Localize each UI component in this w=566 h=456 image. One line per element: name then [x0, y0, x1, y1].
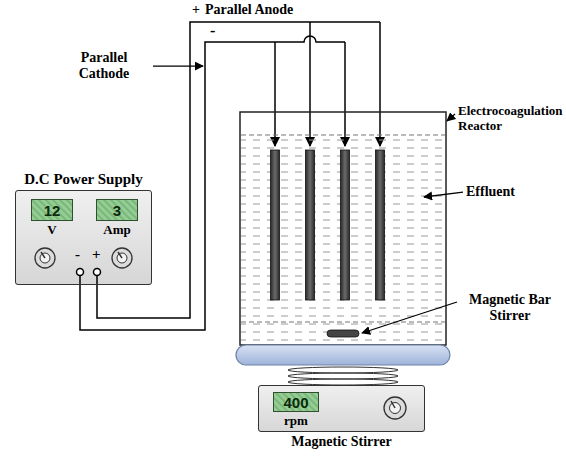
- wire-label: Parallel Cathode: [58, 50, 150, 82]
- control-knob: [117, 253, 127, 263]
- liquid-layer: [241, 322, 445, 323]
- digital-display: 3Amp: [96, 199, 138, 221]
- leader-arrow: [447, 114, 455, 121]
- display-reading: 400: [283, 395, 308, 410]
- cathode-drop: [344, 42, 346, 146]
- polarity-sign: -: [210, 22, 215, 40]
- terminal: [77, 269, 84, 276]
- electrode: [376, 150, 385, 300]
- digital-display: 12V: [31, 199, 73, 221]
- unit-label: Amp: [83, 222, 151, 238]
- reactor-vessel: [240, 112, 446, 345]
- part-label: Magnetic Bar Stirrer: [460, 292, 560, 324]
- leader-arrow: [424, 192, 463, 197]
- stirrer-coil: [288, 373, 398, 379]
- display-reading: 3: [113, 203, 121, 218]
- part-label: Electrocoagulation Reactor: [458, 104, 564, 134]
- electrode: [306, 150, 315, 300]
- power-supply-case: [15, 190, 152, 285]
- terminal-sign: +: [92, 246, 101, 263]
- wire-label: Parallel Anode: [205, 2, 293, 18]
- speed-knob: [384, 397, 406, 419]
- stirrer-base: Magnetic Stirrer400rpm: [258, 385, 425, 432]
- device-title: Magnetic Stirrer: [229, 434, 454, 450]
- knob-pointer: [118, 252, 122, 258]
- device-title: D.C Power Supply: [6, 171, 161, 188]
- electrode: [341, 150, 350, 300]
- effluent-liquid: [241, 135, 445, 345]
- stir-bar: [327, 330, 359, 337]
- electrode: [271, 150, 280, 300]
- terminal-sign: -: [75, 246, 80, 263]
- power-supply-box: D.C Power Supply12V3Amp: [15, 190, 152, 285]
- unit-label: rpm: [260, 413, 332, 429]
- display-reading: 12: [44, 203, 61, 218]
- leader-arrow: [362, 302, 457, 333]
- polarity-sign: +: [192, 2, 200, 18]
- anode-drop: [309, 22, 311, 146]
- liquid-surface: [241, 135, 445, 136]
- control-knob: [112, 248, 132, 268]
- stirrer-case: [258, 385, 425, 432]
- unit-label: V: [18, 222, 86, 238]
- part-label: Effluent: [466, 184, 515, 200]
- terminal: [94, 269, 101, 276]
- control-knob: [40, 253, 50, 263]
- control-knob: [35, 248, 55, 268]
- cathode-drop: [274, 42, 276, 146]
- digital-display: 400rpm: [273, 392, 319, 412]
- knob-pointer: [41, 252, 45, 258]
- knob-pointer: [391, 401, 395, 408]
- anode-drop: [379, 22, 381, 146]
- stirrer-coil: [288, 367, 398, 373]
- stirrer-plate: [236, 345, 450, 365]
- leader-arrow: [153, 65, 203, 66]
